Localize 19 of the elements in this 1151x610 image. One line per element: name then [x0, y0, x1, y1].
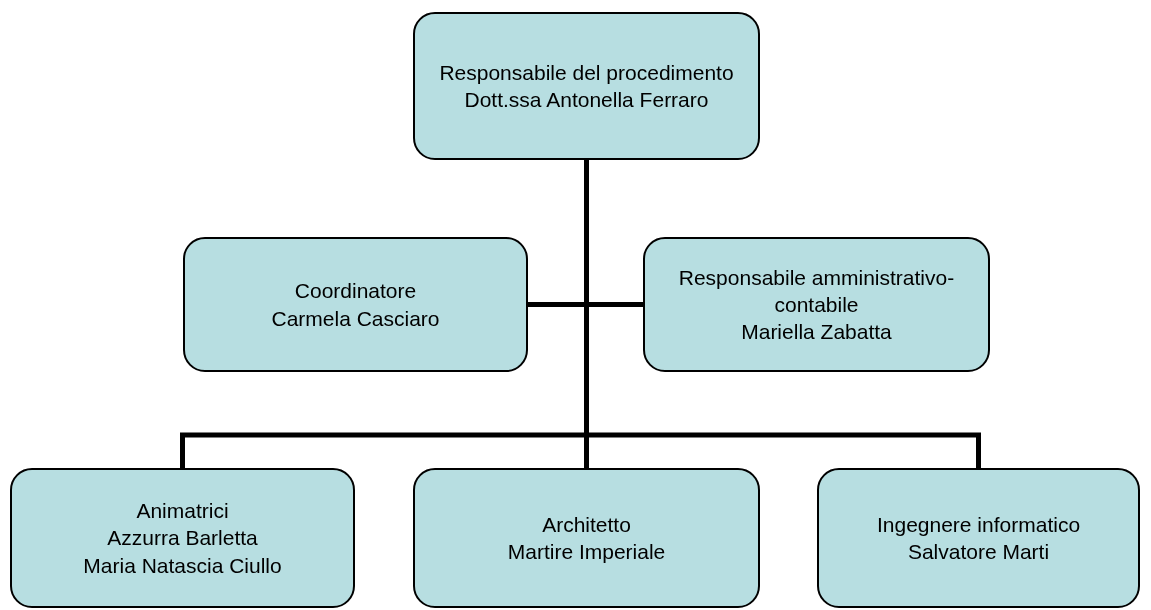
person-name: Martire Imperiale — [507, 539, 666, 565]
person-name: Carmela Casciaro — [271, 305, 440, 332]
role-title: Responsabile del procedimento — [439, 59, 734, 86]
role-box — [183, 237, 528, 372]
person-name: Mariella Zabatta — [741, 319, 892, 346]
role-title: Ingegnere informatico — [876, 511, 1081, 538]
person-name: Maria Natascia Ciullo — [83, 552, 282, 579]
role-title: Coordinatore — [294, 278, 417, 305]
role-box — [643, 237, 990, 372]
role-title: Responsabile amministrativo- contabile — [677, 264, 956, 318]
role-box — [413, 468, 760, 608]
role-box — [10, 468, 355, 608]
person-name: Salvatore Marti — [907, 539, 1050, 565]
role-box — [817, 468, 1140, 608]
role-title: Architetto — [542, 511, 631, 538]
person-name: Dott.ssa Antonella Ferraro — [464, 87, 709, 113]
role-title: Animatrici — [136, 498, 229, 525]
person-name: Azzurra Barletta — [107, 525, 258, 552]
role-box — [413, 12, 760, 160]
